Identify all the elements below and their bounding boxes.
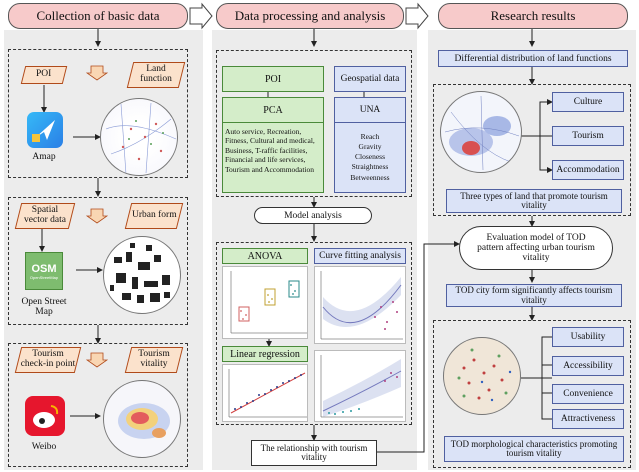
tod-morph-box: TOD morphological characteristics promot… [444,436,624,462]
una-item: Betweenness [350,172,390,182]
tourism-heat-map-image [103,380,181,458]
land-function-section [433,84,631,216]
processing-section [216,50,412,197]
right-arrow-icon [86,208,108,224]
accommodation-box: Accommodation [552,160,624,180]
osm-logo: OSM OpenStreetMap [25,252,63,290]
tod-city-form-box: TOD city form significantly affects tour… [446,284,622,307]
urban-form-map-image [103,236,181,314]
osm-label: Open Street Map [21,297,67,318]
usability-box: Usability [552,327,624,347]
header-processing: Data processing and analysis [216,3,404,29]
weibo-label: Weibo [31,442,57,452]
poi-data-box: POI [222,66,324,92]
attractiveness-box: Attractiveness [552,409,624,429]
una-box: UNA [334,97,406,123]
una-item: Gravity [358,142,382,152]
weibo-logo [25,396,65,436]
geospatial-data-box: Geospatial data [334,66,406,92]
anova-box: ANOVA [222,248,308,264]
urban-form-box: Urban form [124,203,184,229]
pca-box: PCA [222,97,324,123]
land-function-map-image [440,91,522,173]
una-item: Straightness [351,162,389,172]
poi-section [8,49,188,178]
culture-box: Culture [552,92,624,112]
tourism-vitality-box: Tourism vitality [124,347,184,373]
relationship-box: The relationship with tourism vitality [251,440,377,466]
tourism-section [8,343,188,467]
right-arrow-icon [86,352,108,368]
curve-plot-2-image [314,350,406,422]
spatial-vector-box: Spatial vector data [14,203,76,229]
poi-map-image [100,98,178,176]
right-arrow-icon [86,65,108,81]
tod-morph-section [433,320,631,468]
una-item: Closeness [355,152,385,162]
accessibility-box: Accessibility [552,356,624,376]
pca-description: Auto service, Recreation, Fitness, Cultu… [225,127,315,174]
spatial-section [8,197,188,325]
una-item: Reach [360,132,380,141]
una-list: Reach Gravity Closeness Straightness Bet… [334,132,406,183]
regression-plot-image [222,364,308,422]
header-results: Research results [438,3,628,29]
linear-regression-box: Linear regression [222,346,308,362]
land-function-box: Land function [126,62,186,88]
differential-box: Differential distribution of land functi… [438,50,628,67]
poi-box: POI [20,66,68,84]
tod-map-image [443,337,521,415]
curve-plot-1-image [314,266,406,344]
tourism-checkin-box: Tourism check-in point [14,347,82,373]
evaluation-model-box: Evaluation model of TOD pattern affectin… [459,226,613,270]
amap-logo [27,112,63,148]
header-collection: Collection of basic data [8,3,188,29]
anova-plot-image [222,266,308,339]
three-types-box: Three types of land that promote tourism… [446,189,622,213]
amap-label: Amap [32,152,56,162]
tourism-box: Tourism [552,126,624,146]
convenience-box: Convenience [552,384,624,404]
curve-fitting-box: Curve fitting analysis [314,248,406,264]
model-section [216,242,412,425]
model-analysis-box: Model analysis [254,207,372,224]
